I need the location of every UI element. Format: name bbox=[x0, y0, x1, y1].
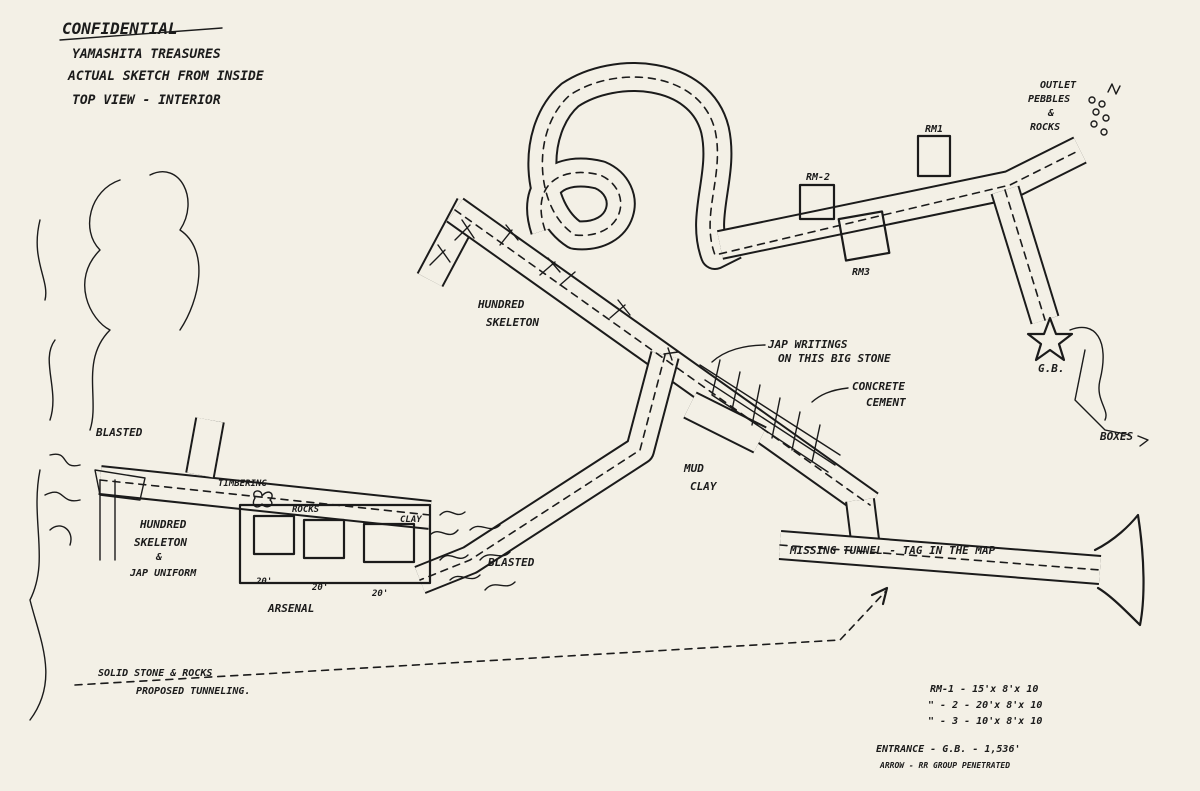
header-line-2: ACTUAL SKETCH FROM INSIDE bbox=[67, 69, 264, 84]
label-dim-1: 20' bbox=[255, 577, 272, 587]
label-outlet: OUTLET bbox=[1040, 80, 1077, 91]
header-notes: CONFIDENTIAL YAMASHITA TREASURES ACTUAL … bbox=[59, 19, 264, 108]
label-rm2: RM-2 bbox=[806, 172, 830, 183]
header-line-1: YAMASHITA TREASURES bbox=[72, 47, 221, 62]
label-rm1: RM1 bbox=[925, 124, 943, 135]
gb-rubble bbox=[1069, 326, 1107, 421]
label-jap-writings-1: JAP WRITINGS bbox=[767, 338, 848, 351]
route-dashes bbox=[99, 76, 1101, 581]
label-concrete-1: CONCRETE bbox=[852, 380, 905, 393]
label-amp: & bbox=[1047, 108, 1054, 119]
label-rocks-mid: ROCKS bbox=[292, 505, 320, 515]
missing-tunnel-end bbox=[1093, 513, 1145, 627]
label-solid-stone: SOLID STONE & ROCKS bbox=[98, 668, 212, 679]
label-dim-2: 20' bbox=[311, 583, 328, 593]
label-hundred-skeleton-1: HUNDRED bbox=[477, 298, 525, 311]
legend-rm1: RM-1 - 15'x 8'x 10 bbox=[930, 684, 1038, 695]
label-rm3: RM3 bbox=[852, 267, 870, 278]
label-skel-uniform-2: SKELETON bbox=[134, 536, 187, 549]
outlet-pebbles bbox=[1088, 83, 1121, 136]
rooms bbox=[798, 134, 952, 262]
label-missing-tunnel: MISSING TUNNEL - TAG IN THE MAP bbox=[789, 544, 996, 557]
legend: RM-1 - 15'x 8'x 10 " - 2 - 20'x 8'x 10 "… bbox=[876, 684, 1042, 770]
label-pebbles: PEBBLES bbox=[1028, 94, 1070, 105]
proposed-tunnel-line bbox=[74, 591, 886, 686]
label-rocks-outlet: ROCKS bbox=[1030, 122, 1060, 133]
label-boxes: BOXES bbox=[1099, 430, 1133, 443]
blasted-area-right bbox=[429, 510, 516, 591]
map-labels: OUTLET PEBBLES & ROCKS RM1 RM-2 RM3 HUND… bbox=[95, 80, 1149, 697]
concrete-pointer bbox=[811, 387, 849, 403]
label-timbering: TIMBERING bbox=[218, 479, 267, 489]
label-skel-uniform-3: & bbox=[155, 552, 162, 563]
jap-writings-pointer bbox=[711, 344, 766, 363]
label-skel-uniform-1: HUNDRED bbox=[139, 518, 187, 531]
label-blasted-right: BLASTED bbox=[487, 556, 535, 569]
legend-rm3: " - 3 - 10'x 8'x 10 bbox=[928, 716, 1042, 727]
label-blasted-left: BLASTED bbox=[95, 426, 143, 439]
confidential-underline bbox=[59, 27, 223, 41]
label-clay-small: CLAY bbox=[400, 515, 422, 525]
label-skel-uniform-4: JAP UNIFORM bbox=[129, 568, 197, 579]
skeleton-marks bbox=[429, 219, 679, 361]
legend-entrance: ENTRANCE - G.B. - 1,536' bbox=[876, 744, 1021, 755]
header-line-3: TOP VIEW - INTERIOR bbox=[72, 93, 221, 108]
legend-arrow: ARROW - RR GROUP PENETRATED bbox=[879, 761, 1010, 770]
label-concrete-2: CEMENT bbox=[866, 396, 906, 409]
legend-rm2: " - 2 - 20'x 8'x 10 bbox=[928, 700, 1042, 711]
rocks-icon bbox=[252, 490, 273, 508]
gb-passage bbox=[1074, 349, 1131, 436]
gb-star-icon bbox=[1026, 316, 1074, 362]
boxes-arrow bbox=[1137, 435, 1149, 447]
label-mud-clay-2: CLAY bbox=[690, 480, 718, 493]
label-hundred-skeleton-2: SKELETON bbox=[486, 316, 539, 329]
label-gb: G.B. bbox=[1038, 362, 1065, 375]
proposed-tunnel-arrowhead bbox=[870, 586, 889, 606]
label-proposed: PROPOSED TUNNELING. bbox=[136, 686, 250, 697]
label-mud-clay-1: MUD bbox=[683, 462, 704, 475]
big-stone-bricks bbox=[699, 359, 841, 473]
label-arsenal: ARSENAL bbox=[267, 602, 314, 615]
label-dim-3: 20' bbox=[371, 589, 388, 599]
blasted-area-left bbox=[29, 171, 200, 721]
label-jap-writings-2: ON THIS BIG STONE bbox=[778, 352, 891, 365]
